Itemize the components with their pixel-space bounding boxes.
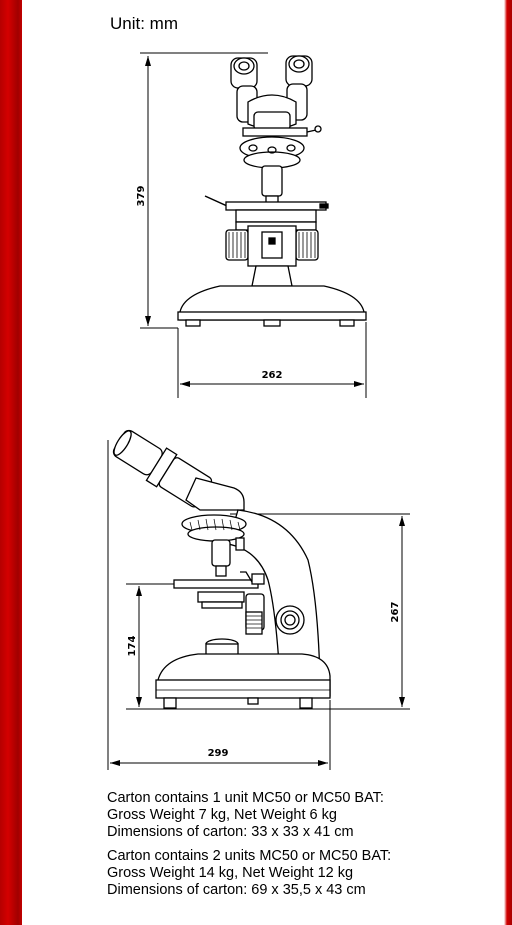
carton-dimensions: Dimensions of carton: 33 x 33 x 41 cm [107,824,354,840]
carton-weight: Gross Weight 14 kg, Net Weight 12 kg [107,865,354,881]
carton-info-single: Carton contains 1 unit MC50 or MC50 BAT:… [107,790,391,841]
carton-info: Carton contains 1 unit MC50 or MC50 BAT:… [107,790,391,906]
carton-info-double: Carton contains 2 units MC50 or MC50 BAT… [107,848,391,899]
front-view-drawing [140,52,367,398]
side-total-height-dim-label: 267 [390,602,401,623]
carton-dimensions: Dimensions of carton: 69 x 35,5 x 43 cm [107,882,366,898]
front-width-dim-label: 262 [262,370,283,381]
side-view-drawing [107,429,410,770]
unit-label: Unit: mm [110,14,178,33]
carton-contents: Carton contains 1 unit MC50 or MC50 BAT: [107,790,384,806]
side-depth-dim-label: 299 [208,748,229,759]
front-height-dim-label: 379 [136,186,147,207]
carton-contents: Carton contains 2 units MC50 or MC50 BAT… [107,848,392,864]
right-border [504,0,512,925]
side-stage-height-dim-label: 174 [127,636,138,657]
carton-weight: Gross Weight 7 kg, Net Weight 6 kg [107,807,337,823]
